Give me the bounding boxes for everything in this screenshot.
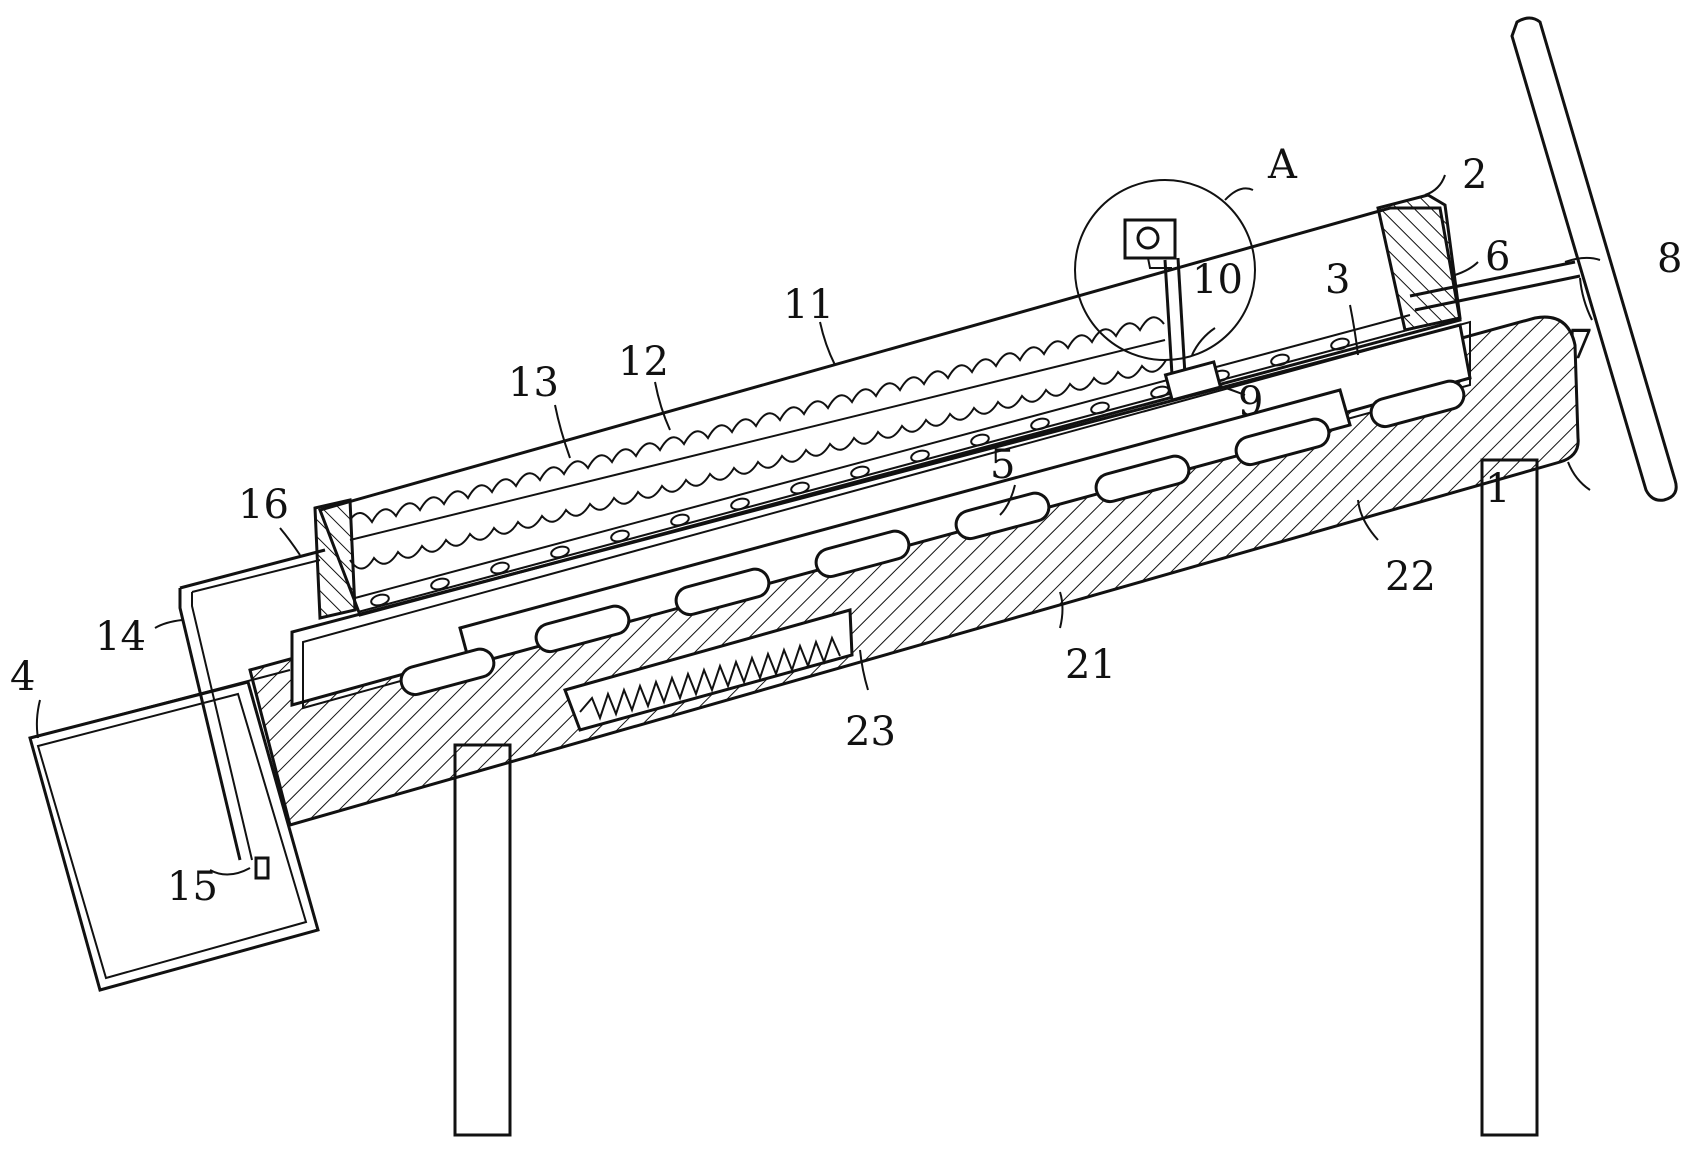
- label-a: A: [1267, 142, 1298, 188]
- handle-bar: [1510, 16, 1678, 502]
- label-14: 14: [95, 614, 146, 660]
- tank-inner: [36, 692, 308, 980]
- detail-circle-a: [1074, 179, 1256, 361]
- label-6: 6: [1485, 234, 1510, 280]
- label-8: 8: [1657, 236, 1682, 282]
- spring: [579, 635, 841, 721]
- slider-block: [1163, 360, 1223, 402]
- oval-holes: [399, 379, 1466, 697]
- clamp-head: [1123, 218, 1177, 260]
- left-end-block: [313, 498, 357, 620]
- handle-assembly: [1409, 16, 1678, 502]
- label-4: 4: [10, 654, 35, 700]
- upper-housing: [313, 179, 1462, 620]
- label-21: 21: [1065, 642, 1116, 688]
- label-16: 16: [238, 482, 289, 528]
- label-12: 12: [618, 339, 669, 385]
- pipe-14-inner: [191, 592, 253, 861]
- pivot-pin: [1136, 226, 1160, 250]
- label-5: 5: [990, 442, 1015, 488]
- label-1: 1: [1485, 466, 1510, 512]
- bellows-axis: [349, 339, 1166, 541]
- bellows-bottom: [349, 359, 1167, 570]
- left-leg: [453, 743, 512, 1137]
- label-22: 22: [1385, 554, 1436, 600]
- right-leg: [1480, 458, 1539, 1137]
- rod: [1163, 259, 1174, 376]
- spring-chamber: [563, 608, 854, 732]
- pipe-14-outer: [178, 588, 242, 861]
- label-15: 15: [167, 864, 218, 910]
- rail-beads: [370, 337, 1350, 607]
- label-13: 13: [508, 360, 559, 406]
- shaft-bottom: [1414, 274, 1581, 312]
- label-9: 9: [1238, 379, 1263, 425]
- label-10: 10: [1192, 257, 1243, 303]
- right-end-block: [1376, 193, 1462, 332]
- label-2: 2: [1462, 152, 1487, 198]
- part-labels: 1 2 3 4 5 6 7 8 9 10 11 12 13 14 15 16 2…: [10, 142, 1682, 910]
- bellows-top: [349, 316, 1165, 524]
- label-3: 3: [1325, 257, 1350, 303]
- main-body: [248, 315, 1580, 827]
- label-7: 7: [1568, 322, 1593, 368]
- shaft-top: [1409, 260, 1576, 298]
- leader-lines: [35, 174, 1601, 876]
- left-assembly: [28, 548, 326, 992]
- label-11: 11: [783, 282, 834, 328]
- label-23: 23: [845, 709, 896, 755]
- valve-15: [254, 856, 270, 880]
